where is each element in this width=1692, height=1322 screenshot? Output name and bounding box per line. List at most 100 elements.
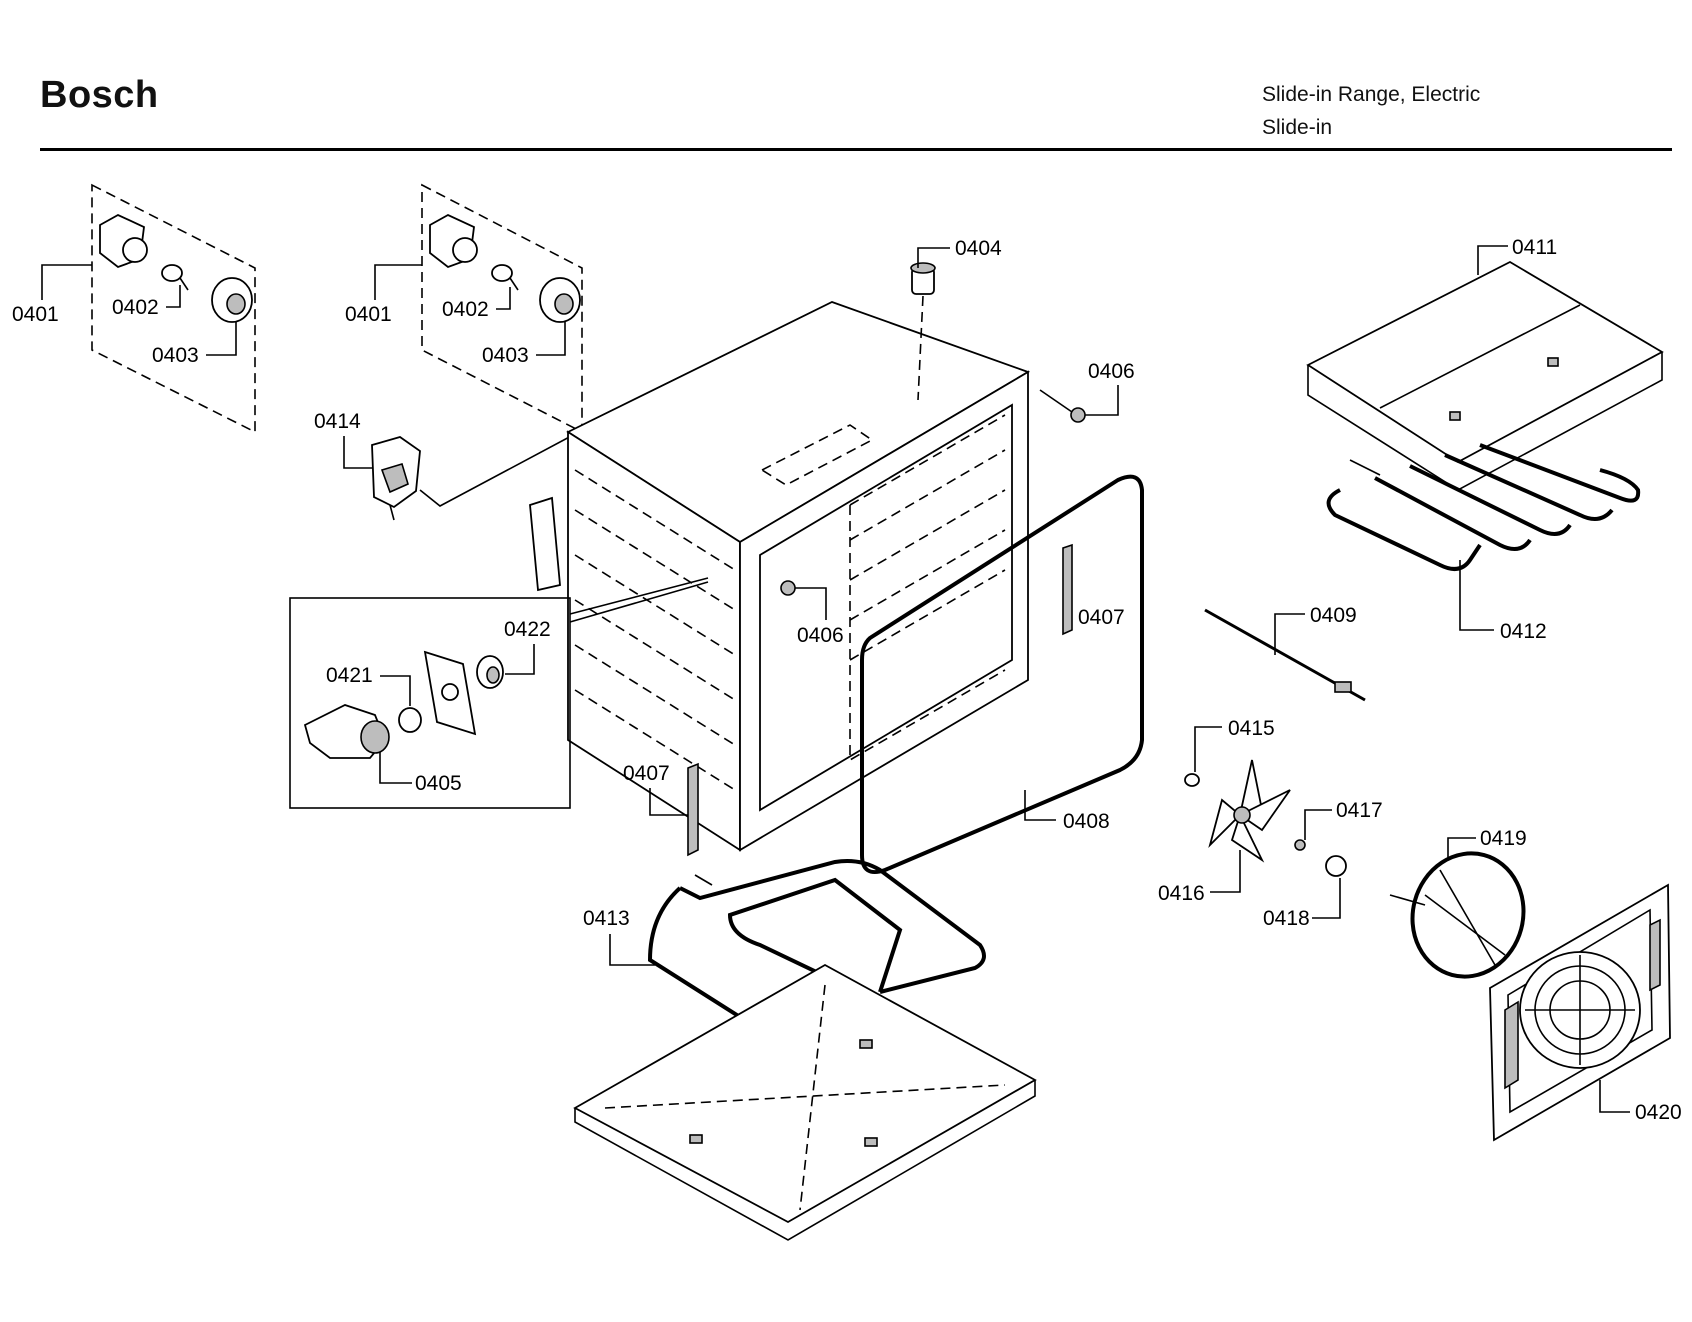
leader-0403-middle: [536, 322, 566, 356]
leader-0403-left: [206, 322, 237, 356]
interior-rail-4: [849, 529, 1006, 621]
fan-blade-4: [1208, 798, 1242, 849]
thermostat-part: [371, 436, 421, 521]
lamp-group-left-outline: [91, 183, 256, 434]
callout-0421: 0421: [326, 664, 373, 687]
thermostat-leg: [389, 504, 395, 521]
callout-0414: 0414: [314, 410, 361, 433]
top-vent-outline: [760, 424, 874, 486]
leader-0421: [380, 675, 411, 706]
lamp-bulb-left: [161, 264, 183, 282]
bottom-panel-diag-2: [799, 984, 826, 1211]
leader-0412: [1459, 560, 1494, 631]
broil-element-0412: [1326, 443, 1641, 571]
upper-heat-shield-tab-2: [1449, 411, 1461, 421]
leader-0415: [1194, 726, 1222, 772]
cavity-side-bracket: [529, 496, 561, 592]
lamp-lens-inner-left: [226, 293, 246, 315]
lamp-group-middle: [421, 183, 583, 434]
callout-0415: 0415: [1228, 717, 1275, 740]
nut-0415: [1184, 773, 1200, 787]
lamp-socket-ring-left: [122, 237, 148, 263]
callout-0412: 0412: [1500, 620, 1547, 643]
callout-0417: 0417: [1336, 799, 1383, 822]
top-fitting-part: [910, 262, 936, 295]
callout-0422: 0422: [504, 618, 551, 641]
lamp-housing-0405-lens: [360, 720, 390, 754]
leader-0409: [1274, 613, 1305, 655]
detail-pointer-top: [569, 577, 709, 615]
callout-0405: 0405: [415, 772, 462, 795]
bottom-panel-tab-2: [864, 1137, 878, 1147]
cap-0418: [1325, 855, 1347, 877]
leader-0411: [1477, 245, 1508, 275]
bumper-lower: [780, 580, 796, 596]
convection-ring-terminal: [1389, 894, 1426, 906]
bumper-upper: [1070, 407, 1086, 423]
callout-0418: 0418: [1263, 907, 1310, 930]
ring-0421: [398, 707, 422, 733]
lamp-group-left: [91, 183, 256, 434]
leader-0420: [1599, 1080, 1630, 1113]
broil-element-terminal: [1349, 459, 1381, 476]
leader-0413: [609, 934, 655, 966]
detail-pointer-bottom: [569, 581, 709, 623]
bake-element-terminal: [694, 874, 713, 886]
upper-heat-shield-tab-1: [1547, 357, 1559, 367]
bottom-panel-lip: [574, 1080, 1036, 1241]
callout-0413: 0413: [583, 907, 630, 930]
convection-element-detail: [303, 650, 504, 759]
callout-0402-middle: 0402: [442, 298, 489, 321]
callout-0406-upper: 0406: [1088, 360, 1135, 383]
lamp-bulb-stem-middle: [509, 277, 519, 291]
leader-0405: [379, 752, 412, 784]
fan-blade-2: [1238, 789, 1291, 832]
bottom-panel-tab-3: [859, 1039, 873, 1049]
leader-0406-upper: [1085, 385, 1119, 416]
bracket-plate-hole: [441, 683, 459, 701]
leader-0414: [343, 436, 372, 469]
leader-0422: [505, 644, 535, 675]
callout-0403-left: 0403: [152, 344, 199, 367]
upper-heat-shield-0411: [1306, 260, 1664, 464]
leader-0401-left: [41, 264, 92, 300]
bake-element-assembly: [573, 859, 1037, 1241]
interior-back-wall: [849, 505, 1006, 762]
fan-cover-vent-left: [1504, 1000, 1519, 1090]
grommet-0422-inner: [486, 666, 500, 684]
lamp-bulb-middle: [491, 264, 513, 282]
leader-0417: [1304, 809, 1332, 840]
callout-0402-left: 0402: [112, 296, 159, 319]
leader-0402-left: [166, 285, 181, 308]
leader-0401-middle: [374, 264, 422, 300]
cavity-front-opening: [759, 403, 1013, 812]
leader-0419: [1447, 837, 1476, 858]
product-line-2: Slide-in: [1262, 116, 1333, 139]
callout-0403-middle: 0403: [482, 344, 529, 367]
leader-0416: [1210, 850, 1241, 893]
interior-rail-3: [849, 489, 1006, 581]
interior-rail-2: [849, 449, 1006, 541]
callout-0409: 0409: [1310, 604, 1357, 627]
leader-0406-lower: [795, 587, 827, 620]
fan-blade-0416: [1208, 759, 1291, 863]
brand-title: Bosch: [40, 74, 159, 116]
convection-fan-cover-0420: [1489, 883, 1671, 1142]
oven-cavity: [529, 301, 1031, 852]
leader-0402-middle: [496, 287, 511, 310]
leader-0418: [1312, 878, 1341, 919]
leader-0406-upper-to-cavity: [1039, 389, 1073, 413]
lamp-bulb-stem-left: [179, 277, 189, 291]
fan-hub: [1233, 806, 1251, 824]
fan-cover-vent-right: [1649, 918, 1661, 992]
product-description: Slide-in Range, Electric Slide-in: [1262, 78, 1480, 144]
header-rule: [40, 148, 1672, 151]
product-line-1: Slide-in Range, Electric: [1262, 83, 1481, 106]
callout-0419: 0419: [1480, 827, 1527, 850]
interior-rail-1: [849, 414, 1006, 506]
lamp-socket-ring-middle: [452, 237, 478, 263]
upper-heat-shield-fold: [1379, 304, 1581, 409]
callout-0407-right: 0407: [1078, 606, 1125, 629]
broil-element-assembly: [1306, 260, 1664, 571]
